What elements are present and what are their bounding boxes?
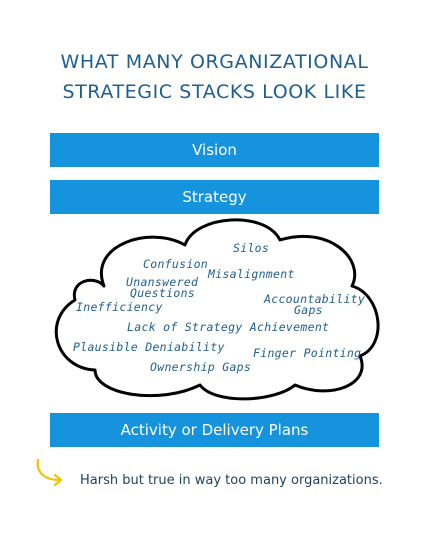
- word-plausible-deniability: Plausible Deniability: [73, 340, 225, 354]
- page-title-line-1: WHAT MANY ORGANIZATIONAL: [60, 51, 369, 73]
- word-ownership-gaps: Ownership Gaps: [150, 360, 252, 374]
- page-title-line-2: STRATEGIC STACKS LOOK LIKE: [62, 81, 367, 103]
- word-inefficiency: Inefficiency: [76, 300, 163, 314]
- vision-bar: Vision: [50, 133, 379, 167]
- word-questions: Questions: [130, 286, 196, 300]
- word-gaps: Gaps: [294, 303, 323, 317]
- strategy-bar: Strategy: [50, 180, 379, 214]
- activity-bar: Activity or Delivery Plans: [50, 413, 379, 447]
- word-confusion: Confusion: [143, 257, 209, 271]
- footer-note: Harsh but true in way too many organizat…: [80, 473, 383, 488]
- word-unanswered: Unanswered: [126, 275, 199, 289]
- word-silos: Silos: [233, 241, 270, 255]
- word-finger-pointing: Finger Pointing: [253, 346, 362, 360]
- word-accountability: Accountability: [264, 292, 366, 306]
- curved-arrow-icon: [36, 458, 63, 486]
- word-lack-of-strategy: Lack of Strategy Achievement: [127, 320, 330, 334]
- word-misalignment: Misalignment: [208, 267, 295, 281]
